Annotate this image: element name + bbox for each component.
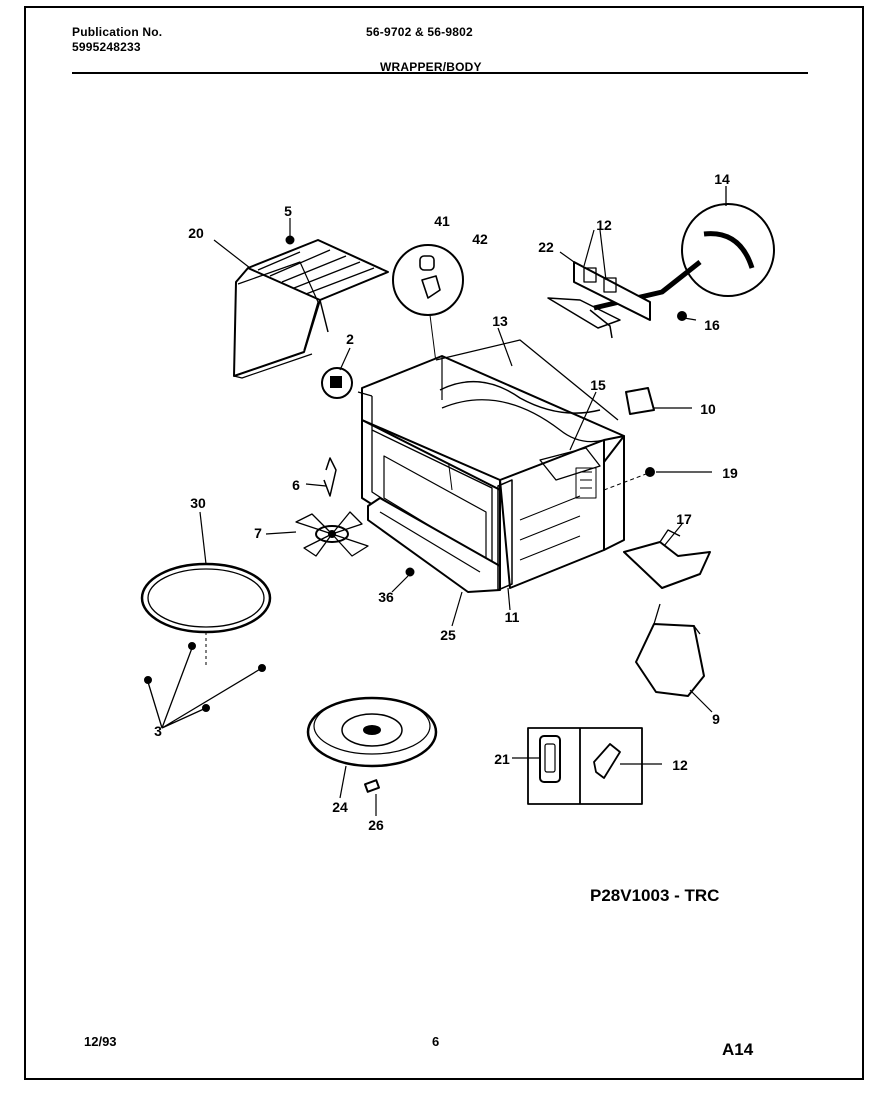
callout-30: 30 (190, 495, 206, 511)
callout-9: 9 (712, 711, 720, 727)
callout-41: 41 (434, 213, 450, 229)
callout-10: 10 (700, 401, 716, 417)
inset-box-21-12 (527, 727, 643, 805)
publication-label: Publication No. (72, 25, 163, 39)
callout-2: 2 (346, 331, 354, 347)
callout-5: 5 (284, 203, 292, 219)
callout-19: 19 (722, 465, 738, 481)
callout-42: 42 (472, 231, 488, 247)
detail-circle-2 (321, 367, 353, 399)
callout-6: 6 (292, 477, 300, 493)
callout-16: 16 (704, 317, 720, 333)
page-id: A14 (722, 1040, 754, 1059)
callout-7: 7 (254, 525, 262, 541)
callout-3: 3 (154, 723, 162, 739)
header-rule (72, 72, 808, 74)
callout-22: 22 (538, 239, 554, 255)
footer-date: 12/93 (84, 1034, 117, 1049)
callout-20: 20 (188, 225, 204, 241)
oven-cavity-body (361, 339, 625, 589)
callout-12-inset: 12 (672, 757, 688, 773)
callout-24: 24 (332, 799, 348, 815)
callout-26: 26 (368, 817, 384, 833)
publication-number: 5995248233 (72, 40, 141, 54)
callout-12-top: 12 (596, 217, 612, 233)
callout-14: 14 (714, 171, 730, 187)
callout-15: 15 (590, 377, 606, 393)
model-numbers: 56-9702 & 56-9802 (366, 25, 473, 39)
callout-21: 21 (494, 751, 510, 767)
callout-11: 11 (505, 609, 520, 625)
page-number: 6 (432, 1034, 440, 1049)
detail-circle-14 (681, 203, 775, 297)
wrapper-top-panel (233, 239, 389, 379)
detail-circle-41-42 (392, 244, 464, 316)
fan-blade-7 (295, 511, 369, 557)
callout-17: 17 (676, 511, 692, 527)
section-title: WRAPPER/BODY (380, 60, 482, 74)
callout-13: 13 (492, 313, 508, 329)
callout-25: 25 (440, 627, 456, 643)
diagram-code: P28V1003 - TRC (590, 886, 720, 905)
switch-bracket-12 (547, 229, 651, 339)
callout-36: 36 (378, 589, 394, 605)
